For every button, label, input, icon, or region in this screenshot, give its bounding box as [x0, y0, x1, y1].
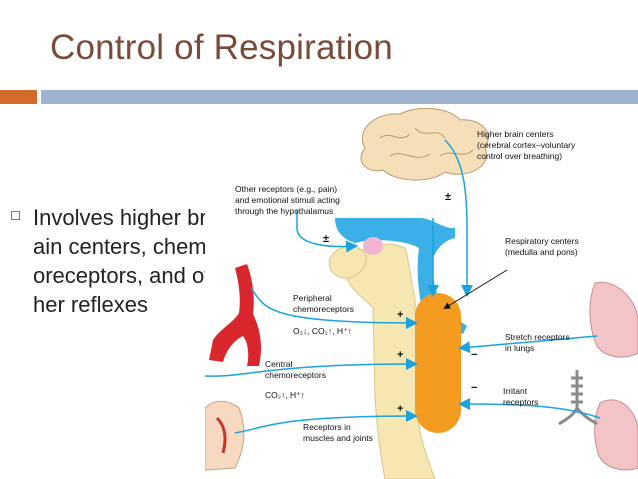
title-rule — [41, 90, 638, 104]
label-central-3: CO₂↑, H⁺↑ — [265, 390, 305, 400]
label-resp-centers: Respiratory centers — [505, 236, 579, 246]
sign-irritant: − — [471, 382, 477, 394]
diagram-svg: Higher brain centers (cerebral cortex–vo… — [205, 108, 638, 479]
sign-central: + — [397, 349, 403, 361]
label-stretch: Stretch receptors — [505, 332, 570, 342]
respiration-control-diagram: Higher brain centers (cerebral cortex–vo… — [205, 108, 638, 479]
arrow-muscles — [234, 410, 418, 434]
hypothalamus-icon — [363, 237, 383, 255]
label-other-receptors-3: through the hypothalamus — [235, 206, 333, 216]
label-other-receptors: Other receptors (e.g., pain) — [235, 184, 337, 194]
sign-hypothalamus: ± — [323, 233, 329, 245]
label-peripheral-2: chemoreceptors — [293, 304, 354, 314]
label-muscles-2: muscles and joints — [303, 433, 373, 443]
arrow-other-receptors — [296, 210, 358, 253]
arrow-higher-brain — [444, 139, 473, 297]
label-higher-brain-2: (cerebral cortex–voluntary — [477, 140, 576, 150]
leader-resp-centers — [443, 269, 508, 310]
lung-upper-icon — [589, 281, 638, 358]
trachea-icon — [558, 370, 598, 426]
slide-title: Control of Respiration — [50, 28, 393, 67]
label-peripheral: Peripheral — [293, 293, 332, 303]
label-central-2: chemoreceptors — [265, 370, 326, 380]
cerebrum-folds — [379, 127, 474, 158]
label-irritant: Irritant — [503, 386, 528, 396]
sign-stretch: − — [471, 349, 477, 361]
label-resp-centers-2: (medulla and pons) — [505, 247, 578, 257]
label-peripheral-3: O₂↓, CO₂↑, H⁺↑ — [293, 326, 352, 336]
arrow-central — [205, 358, 418, 377]
label-muscles: Receptors in — [303, 422, 351, 432]
respiratory-center-icon — [415, 293, 461, 433]
label-irritant-2: receptors — [503, 397, 538, 407]
label-other-receptors-2: and emotional stimuli acting — [235, 195, 340, 205]
sign-higher-brain: ± — [445, 191, 451, 203]
label-higher-brain-3: control over breathing) — [477, 151, 562, 161]
bullet-text: Involves higher brain centers, chemorece… — [33, 205, 211, 317]
label-higher-brain: Higher brain centers — [477, 129, 554, 139]
arm-muscle-icon — [215, 416, 227, 454]
title-rule-accent — [0, 90, 37, 104]
sign-peripheral: + — [397, 309, 403, 321]
lung-lower-icon — [594, 399, 638, 471]
arrow-irritant — [458, 398, 601, 419]
label-stretch-2: in lungs — [505, 343, 534, 353]
cerebrum-icon — [360, 108, 489, 181]
label-central: Central — [265, 359, 293, 369]
sign-muscles: + — [397, 403, 403, 415]
bullet-marker-icon — [11, 211, 20, 220]
arrow-peripheral — [250, 287, 418, 329]
carotid-artery-icon — [209, 264, 261, 366]
arrow-stretch — [458, 335, 598, 354]
